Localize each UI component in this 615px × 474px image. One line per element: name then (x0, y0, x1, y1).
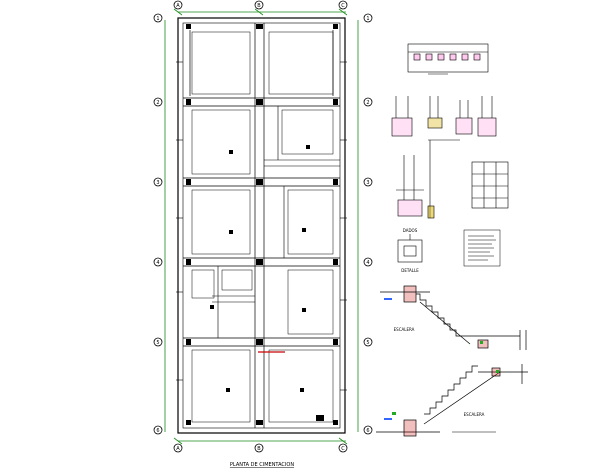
dado-label: DADOS (403, 228, 418, 233)
grid-bubbles (153, 0, 373, 453)
grid-number-5-right: 5 (366, 340, 369, 346)
grid-letter-a-top: A (176, 3, 180, 9)
grid-number-1-left: 1 (156, 16, 159, 22)
plinth-detail (397, 234, 423, 263)
level-markers (384, 298, 499, 420)
grid-number-3-right: 3 (366, 180, 369, 186)
outer-footing-outer (177, 17, 346, 434)
interior-beams (183, 23, 340, 428)
grid-number-5-left: 5 (156, 340, 159, 346)
grid-letter-b-bottom: B (257, 446, 261, 452)
grid-number-4-left: 4 (156, 260, 159, 266)
stair-detail-2 (376, 364, 528, 437)
grid-number-1-right: 1 (366, 16, 369, 22)
section-marks (176, 61, 347, 391)
notes-block (463, 229, 501, 267)
columns (186, 24, 338, 425)
secondary-beams (212, 106, 340, 338)
grid-letter-c-top: C (341, 3, 345, 9)
grid-number-6-right: 6 (366, 428, 369, 434)
slab-panels (191, 31, 334, 423)
detail-label: DETALLE (401, 268, 419, 273)
dimension-lines (164, 8, 359, 445)
grid-letter-a-bottom: A (176, 446, 180, 452)
grid-letter-b-top: B (257, 3, 261, 9)
foundation-plan (164, 8, 359, 445)
stair-label-2: ESCALERA (464, 412, 485, 417)
column-base-details (391, 96, 497, 141)
grid-letter-c-bottom: C (341, 446, 345, 452)
grid-number-3-left: 3 (156, 180, 159, 186)
footing-schedule (407, 43, 489, 75)
grid-bubble-labels: A B C A B C 1 2 3 4 5 6 1 2 3 4 5 6 (156, 3, 369, 452)
grid-number-2-right: 2 (366, 100, 369, 106)
plan-title: PLANTA DE CIMENTACION (230, 462, 294, 468)
grid-number-4-right: 4 (366, 260, 369, 266)
outer-footing-inner (182, 22, 341, 429)
block-detail (471, 161, 509, 209)
stair-label-1: ESCALERA (394, 327, 415, 332)
wall-section-detail (396, 140, 435, 219)
grid-number-6-left: 6 (156, 428, 159, 434)
stair-detail-1 (380, 285, 527, 350)
grid-number-2-left: 2 (156, 100, 159, 106)
